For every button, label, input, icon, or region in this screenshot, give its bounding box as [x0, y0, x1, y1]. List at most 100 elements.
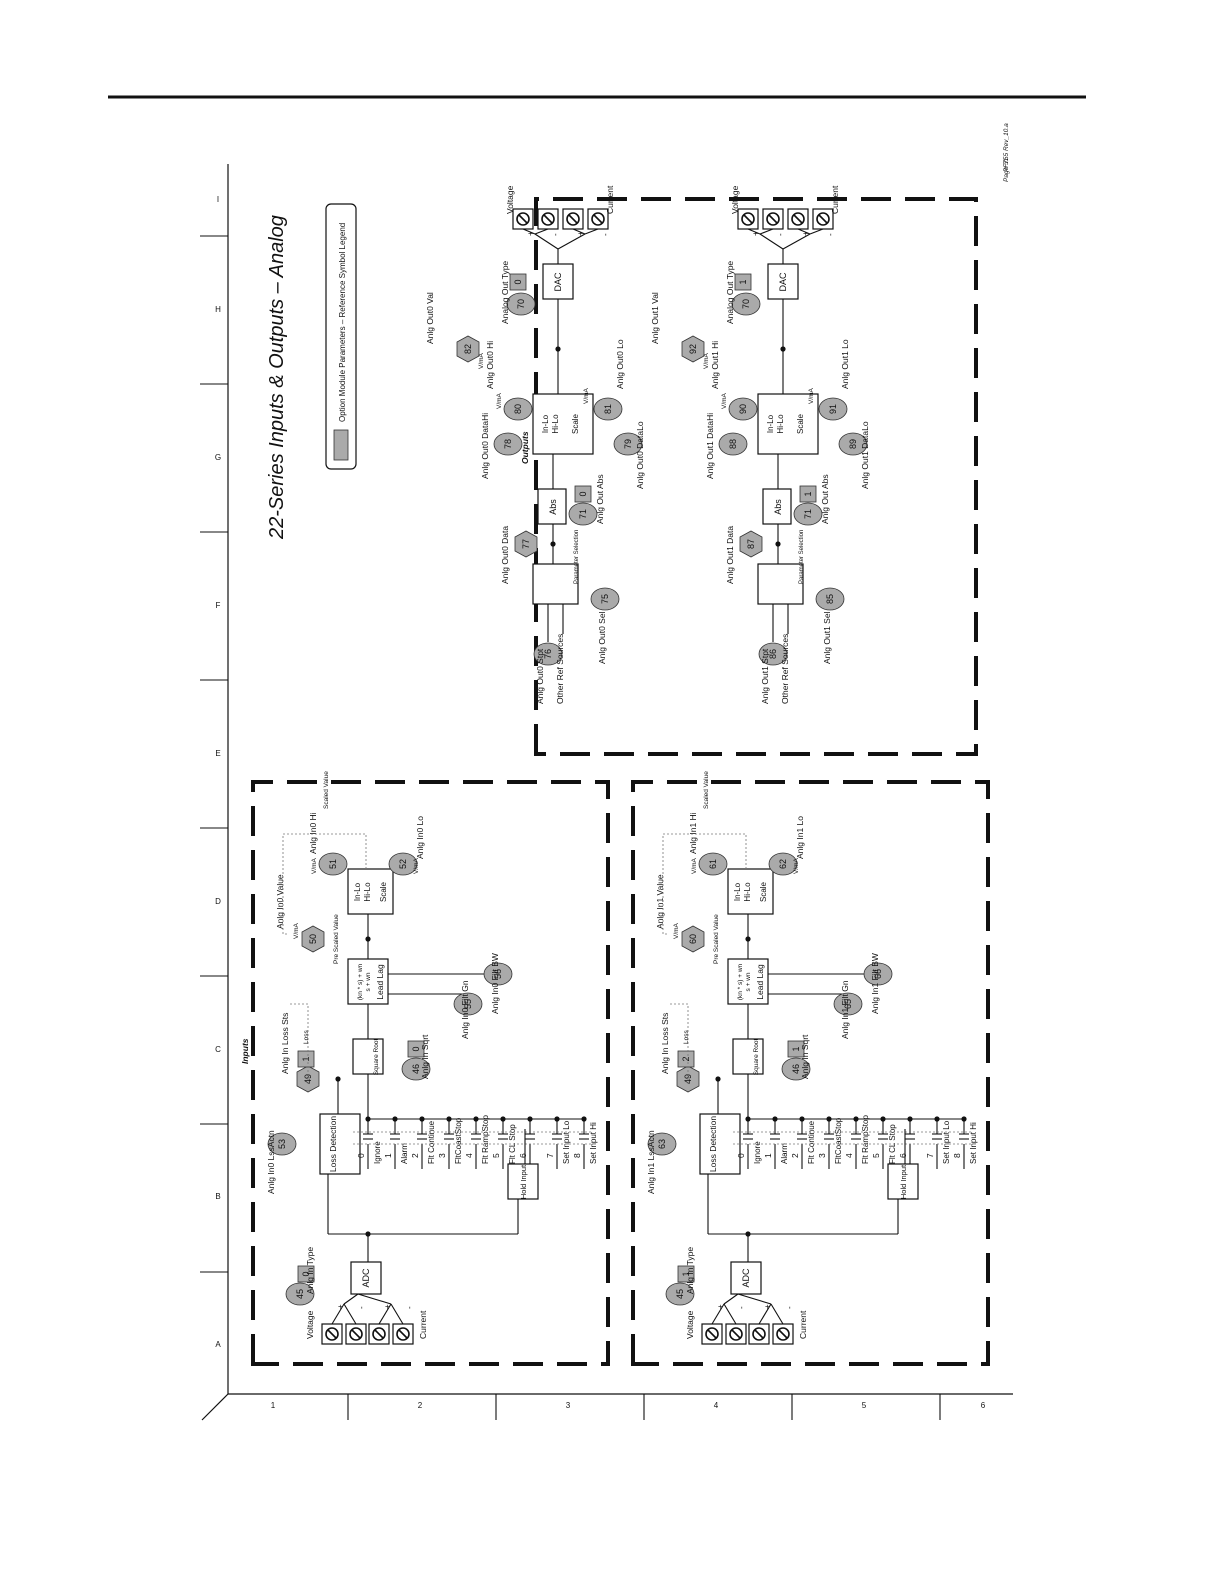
parameter-number: 51: [328, 859, 338, 869]
parameter-oval: 61: [698, 852, 728, 876]
connector-line: [759, 233, 784, 250]
option-number: 7: [545, 1153, 555, 1158]
grid-letter: F: [216, 601, 221, 610]
parameter-value-box-shape: [677, 1265, 695, 1283]
parameter-oval-shape: [453, 992, 483, 1016]
grid-letter: C: [215, 1045, 221, 1054]
option-label: Alarm: [780, 1143, 789, 1164]
parameter-oval-shape: [665, 1282, 695, 1306]
select-label: Anlg Out1 Sel: [822, 611, 832, 664]
terminal-ring: [566, 212, 580, 226]
sqrt-param-label: Anlg In Sqrt: [800, 1034, 810, 1079]
grid-number: 6: [981, 1401, 986, 1410]
parameter-oval: 53: [267, 1132, 297, 1156]
parameter-oval: 56: [483, 962, 513, 986]
terminal-screw-icon: [762, 208, 784, 230]
parameter-value-box: 2: [677, 1050, 695, 1068]
option-label: Alarm: [400, 1143, 409, 1164]
hold-input-block: [887, 1163, 919, 1200]
parameter-oval-shape: [388, 852, 418, 876]
parameter-oval-shape: [401, 1057, 431, 1081]
loss-action-label: Anlg In1 LssActn: [646, 1130, 656, 1194]
parameter-oval-shape: [793, 502, 823, 526]
grid-letter: E: [215, 749, 220, 758]
terminal-ring: [816, 212, 830, 226]
parameter-oval-shape: [593, 397, 623, 421]
option-number: 1: [763, 1153, 773, 1158]
parameter-number: 45: [675, 1289, 685, 1299]
plus-label: +: [576, 231, 585, 236]
parameter-oval-shape: [503, 397, 533, 421]
abs-param-label: Anlg Out Abs: [595, 474, 605, 524]
parameter-value-box-shape: [297, 1265, 315, 1283]
parameter-number: 79: [623, 439, 633, 449]
connector-line: [534, 228, 549, 235]
lo-label: Anlg Out1 Lo: [840, 339, 850, 389]
lo-label: Anlg In0 Lo: [415, 816, 425, 859]
legend-swatch: [333, 429, 349, 461]
value-label: Anlg In1 Value: [655, 874, 665, 929]
plus-label: +: [763, 1304, 772, 1309]
scale-block: [347, 868, 394, 915]
parameter-readout-shape: [514, 530, 538, 558]
parameter-oval-shape: [483, 962, 513, 986]
option-label: FltCoastStop: [454, 1117, 463, 1164]
parameter-number: 52: [398, 859, 408, 869]
connector-line: [723, 1303, 737, 1325]
parameter-number: 90: [738, 404, 748, 414]
terminal-screw-icon: [787, 208, 809, 230]
parameter-number: 81: [603, 404, 613, 414]
junction-dot: [550, 541, 556, 547]
square-root-label: Square Root: [373, 1039, 380, 1076]
output-scale-block: [532, 393, 594, 455]
loss-detection-label: Loss Detection: [328, 1116, 338, 1172]
parameter-oval-shape: [728, 397, 758, 421]
lead-lag-label: Lead Lag: [755, 964, 765, 1000]
filter-bw-label: Anlg In1 Filt BW: [870, 953, 880, 1014]
connector-line: [770, 1303, 784, 1325]
parameter-number: 55: [463, 999, 473, 1009]
parameter-value: 1: [738, 279, 748, 284]
parameter-value: 1: [791, 1046, 801, 1051]
terminal-ring: [752, 1327, 766, 1341]
option-number: 0: [736, 1153, 746, 1158]
parameter-value-box-shape: [677, 1050, 695, 1068]
connector-line: [782, 233, 811, 250]
minus-label: -: [601, 233, 610, 236]
data-hi-label: Anlg Out0 DataHi: [480, 413, 490, 479]
option-number: 2: [790, 1153, 800, 1158]
hold-input-label: Hold Input: [519, 1164, 528, 1199]
parameter-oval: 70: [506, 292, 536, 316]
terminal-slot: [754, 1329, 764, 1339]
option-number: 5: [871, 1153, 881, 1158]
loss-status-label: Anlg In Loss Sts: [660, 1013, 670, 1074]
parameter-number: 61: [708, 859, 718, 869]
scale-hi-label: Hi-Lo: [363, 882, 372, 902]
option-number: 0: [356, 1153, 366, 1158]
junction-dot: [335, 1076, 341, 1082]
parameter-oval: 78: [493, 432, 523, 456]
adc-block: [730, 1261, 762, 1295]
parameter-oval: 51: [318, 852, 348, 876]
parameter-oval-shape: [863, 962, 893, 986]
unit-label: V/mA: [673, 922, 680, 939]
data-hi-label: Anlg Out1 DataHi: [705, 413, 715, 479]
parameter-oval-shape: [318, 852, 348, 876]
option-number: 7: [925, 1153, 935, 1158]
option-label: Set Input Hi: [589, 1122, 598, 1164]
option-number: 8: [572, 1153, 582, 1158]
scale-in-label: In-Lo: [541, 414, 550, 433]
option-label: FltCoastStop: [834, 1117, 843, 1164]
grid-number: 1: [271, 1401, 276, 1410]
parameter-oval-shape: [758, 642, 788, 666]
parameter-oval-shape: [590, 587, 620, 611]
terminal-screw-icon: [701, 1323, 723, 1345]
terminal-screw-icon: [725, 1323, 747, 1345]
parameter-number: 77: [521, 539, 531, 549]
connector-line: [584, 228, 599, 235]
terminal-ring: [729, 1327, 743, 1341]
scale-block: [727, 868, 774, 915]
parameter-value-box: 0: [509, 273, 527, 291]
